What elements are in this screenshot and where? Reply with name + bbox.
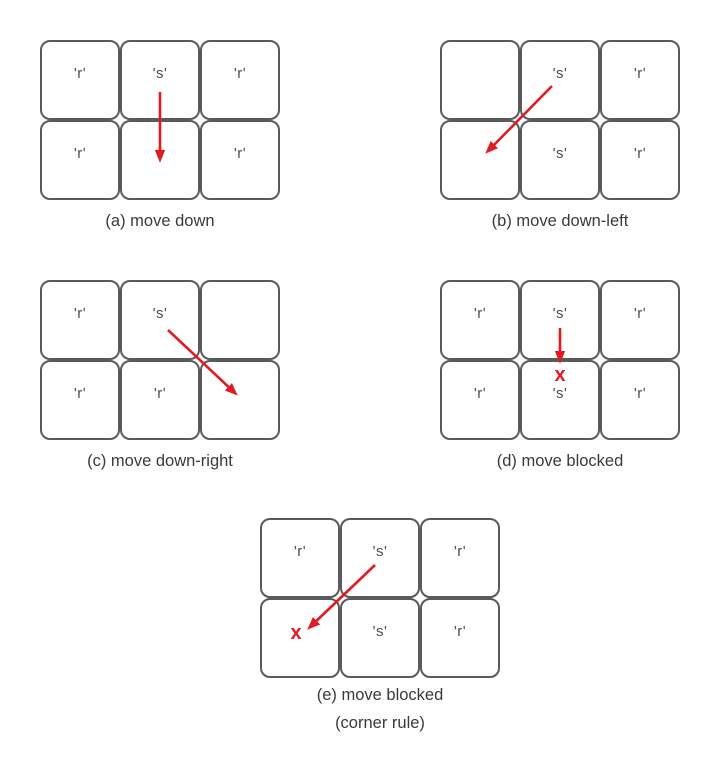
grid-cell: 'r' xyxy=(600,120,680,200)
grid-d: 'r' 's' 'r' 'r' 's' 'r' x xyxy=(440,280,680,440)
grid-cell xyxy=(200,360,280,440)
grid-cell: 'r' xyxy=(420,598,500,678)
grid-cell xyxy=(440,40,520,120)
diagram-move-down-left: 's' 'r' 's' 'r' (b) move down-left xyxy=(440,40,680,232)
diagram-move-down: 'r' 's' 'r' 'r' 'r' (a) move down xyxy=(40,40,280,232)
grid-b: 's' 'r' 's' 'r' xyxy=(440,40,680,200)
diagram-caption: (d) move blocked xyxy=(496,452,624,470)
grid-cell: 's' xyxy=(520,280,600,360)
grid-cell: 'r' xyxy=(600,360,680,440)
grid-cell: 's' xyxy=(520,40,600,120)
grid-c: 'r' 's' 'r' 'r' xyxy=(40,280,280,440)
grid-cell xyxy=(440,120,520,200)
grid-a: 'r' 's' 'r' 'r' 'r' xyxy=(40,40,280,200)
grid-cell: 'r' xyxy=(120,360,200,440)
grid-cell: 'r' xyxy=(440,360,520,440)
grid-cell: 'r' xyxy=(420,518,500,598)
grid-cell xyxy=(200,280,280,360)
grid-cell: 'r' xyxy=(40,40,120,120)
grid-e: 'r' 's' 'r' 's' 'r' x xyxy=(260,518,500,678)
grid-cell: 's' xyxy=(340,518,420,598)
diagram-caption: (c) move down-right xyxy=(87,452,233,470)
grid-cell: 'r' xyxy=(200,120,280,200)
diagram-caption: (b) move down-left xyxy=(491,212,629,230)
grid-cell: 's' xyxy=(120,40,200,120)
grid-cell: 's' xyxy=(520,360,600,440)
diagram-caption-line2: (corner rule) xyxy=(335,714,425,732)
diagram-move-blocked-corner-rule: 'r' 's' 'r' 's' 'r' x (e) move blocked (… xyxy=(260,518,500,734)
grid-cell: 'r' xyxy=(260,518,340,598)
diagram-move-blocked: 'r' 's' 'r' 'r' 's' 'r' x (d) move block… xyxy=(440,280,680,472)
grid-cell: 'r' xyxy=(440,280,520,360)
grid-cell: 's' xyxy=(120,280,200,360)
diagram-caption: (e) move blocked xyxy=(316,686,444,704)
grid-cell xyxy=(260,598,340,678)
diagram-caption: (a) move down xyxy=(105,212,215,230)
grid-cell: 'r' xyxy=(600,280,680,360)
grid-cell: 's' xyxy=(520,120,600,200)
grid-cell: 'r' xyxy=(40,120,120,200)
grid-cell xyxy=(120,120,200,200)
diagram-move-down-right: 'r' 's' 'r' 'r' (c) move down-right xyxy=(40,280,280,472)
grid-cell: 'r' xyxy=(40,360,120,440)
grid-cell: 'r' xyxy=(600,40,680,120)
grid-cell: 'r' xyxy=(40,280,120,360)
grid-cell: 'r' xyxy=(200,40,280,120)
grid-cell: 's' xyxy=(340,598,420,678)
